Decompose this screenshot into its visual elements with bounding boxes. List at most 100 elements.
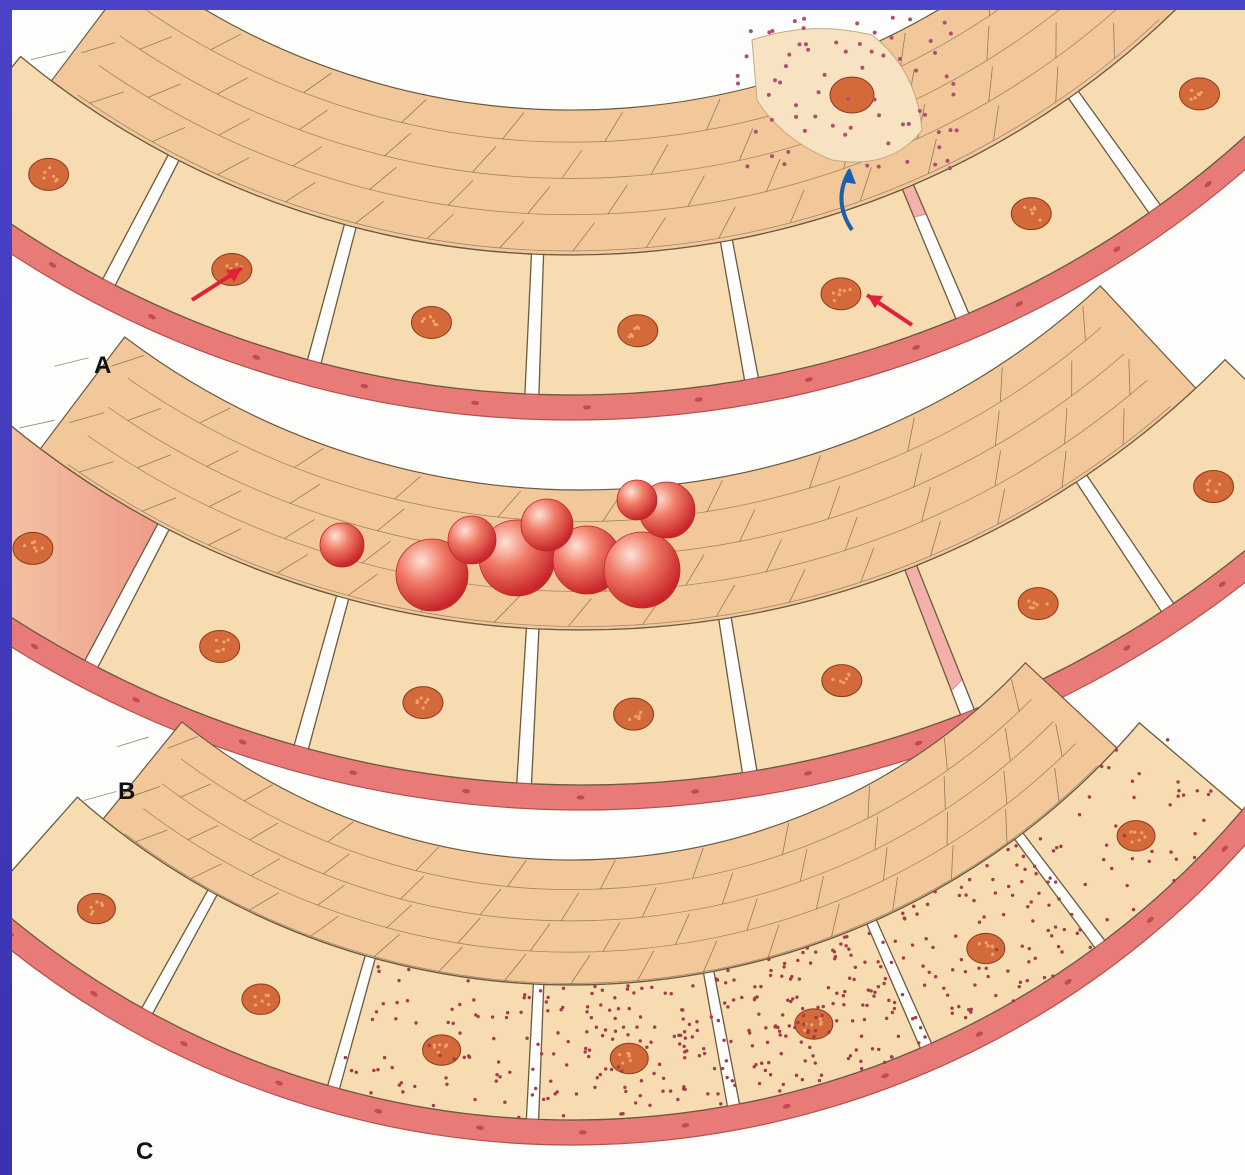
cytoplasmic-granule [778, 1030, 781, 1033]
chromatin-dot [41, 547, 44, 550]
chromatin-dot [1031, 212, 1034, 215]
chromatin-dot [986, 944, 989, 947]
chromatin-dot [235, 263, 238, 266]
cytoplasmic-granule [613, 996, 616, 999]
cytoplasmic-granule [732, 998, 735, 1001]
cytoplasmic-bleb [320, 523, 364, 567]
cytoplasmic-granule [977, 967, 980, 970]
cytoplasmic-granule [885, 1017, 888, 1020]
cytoplasmic-granule [376, 965, 379, 968]
cytoplasmic-granule [622, 1025, 625, 1028]
cytoplasmic-granule [1006, 848, 1009, 851]
chromatin-dot [1038, 219, 1041, 222]
cytoplasmic-granule [696, 1029, 699, 1032]
released-granule [933, 163, 937, 167]
cytoplasmic-granule [1172, 879, 1175, 882]
cytoplasmic-granule [969, 1010, 972, 1013]
chromatin-dot [31, 541, 34, 544]
cytoplasmic-granule [960, 886, 963, 889]
released-granule [745, 54, 749, 58]
chromatin-dot [639, 711, 642, 714]
cytoplasmic-granule [985, 864, 988, 867]
released-granule [918, 109, 922, 113]
cytoplasmic-granule [783, 962, 786, 965]
cytoplasmic-granule [394, 1017, 397, 1020]
chromatin-dot [48, 166, 51, 169]
cytoplasmic-granule [635, 1025, 638, 1028]
cytoplasmic-granule [970, 1008, 973, 1011]
cytoplasmic-granule [733, 1084, 736, 1087]
chromatin-dot [833, 299, 836, 302]
cytoplasmic-granule [946, 993, 949, 996]
cytoplasmic-granule [623, 1086, 626, 1089]
cytoplasmic-granule [833, 950, 836, 953]
cytoplasmic-granule [882, 982, 885, 985]
chromatin-dot [253, 995, 256, 998]
cytoplasmic-granule [617, 1065, 620, 1068]
cytoplasmic-granule [985, 967, 988, 970]
chromatin-dot [1206, 482, 1209, 485]
cytoplasmic-granule [546, 1097, 549, 1100]
cytoplasmic-granule [755, 995, 758, 998]
cytoplasmic-granule [344, 1056, 347, 1059]
cytoplasmic-granule [924, 937, 927, 940]
cytoplasmic-granule [682, 1045, 685, 1048]
cytoplasmic-granule [369, 1091, 372, 1094]
chromatin-dot [1023, 206, 1026, 209]
released-granule [843, 133, 847, 137]
cytoplasmic-granule [1022, 855, 1025, 858]
cytoplasmic-granule [716, 1092, 719, 1095]
chromatin-dot [978, 942, 981, 945]
cell-nucleus [610, 1043, 648, 1073]
chromatin-dot [636, 325, 639, 328]
cytoplasmic-granule [767, 1061, 770, 1064]
cytoplasmic-bleb [521, 499, 573, 551]
chromatin-dot [424, 701, 427, 704]
cytoplasmic-granule [676, 1098, 679, 1101]
chromatin-dot [95, 900, 98, 903]
cytoplasmic-granule [1193, 832, 1196, 835]
cytoplasmic-granule [754, 1063, 757, 1066]
cytoplasmic-granule [590, 1016, 593, 1019]
cell-nucleus [411, 306, 451, 338]
cytoplasmic-granule [764, 1026, 767, 1029]
cytoplasmic-granule [619, 1112, 622, 1115]
cytoplasmic-granule [1209, 789, 1212, 792]
cytoplasmic-granule [960, 958, 963, 961]
released-granule [948, 166, 952, 170]
cytoplasmic-granule [890, 961, 893, 964]
chromatin-dot [1033, 601, 1036, 604]
chromatin-dot [1138, 839, 1141, 842]
cell-nucleus [77, 893, 115, 923]
cytoplasmic-granule [639, 1039, 642, 1042]
cytoplasmic-granule [806, 946, 809, 949]
cytoplasmic-granule [893, 1007, 896, 1010]
cytoplasmic-granule [685, 1049, 688, 1052]
chromatin-dot [421, 320, 424, 323]
released-granule [817, 90, 821, 94]
cytoplasmic-granule [822, 1005, 825, 1008]
chromatin-dot [52, 175, 55, 178]
cytoplasmic-granule [525, 1037, 528, 1040]
cytoplasmic-granule [973, 983, 976, 986]
cytoplasmic-granule [1054, 880, 1057, 883]
chromatin-dot [1029, 606, 1032, 609]
cytoplasmic-granule [683, 1056, 686, 1059]
chromatin-dot [1214, 490, 1217, 493]
released-granule [914, 69, 918, 73]
cytoplasmic-granule [950, 1007, 953, 1010]
cytoplasmic-granule [873, 991, 876, 994]
cytoplasmic-granule [863, 960, 866, 963]
cytoplasmic-granule [1132, 908, 1135, 911]
released-granule [834, 41, 838, 45]
cytoplasmic-granule [842, 994, 845, 997]
cytoplasmic-granule [495, 1073, 498, 1076]
cytoplasmic-granule [1055, 846, 1058, 849]
cytoplasmic-granule [884, 977, 887, 980]
cytoplasmic-granule [723, 1001, 726, 1004]
figure-canvas: A B C [12, 10, 1245, 1175]
cell-nucleus [967, 933, 1005, 963]
released-granule [933, 51, 937, 55]
cytoplasmic-granule [567, 1040, 570, 1043]
cytoplasmic-granule [562, 987, 565, 990]
